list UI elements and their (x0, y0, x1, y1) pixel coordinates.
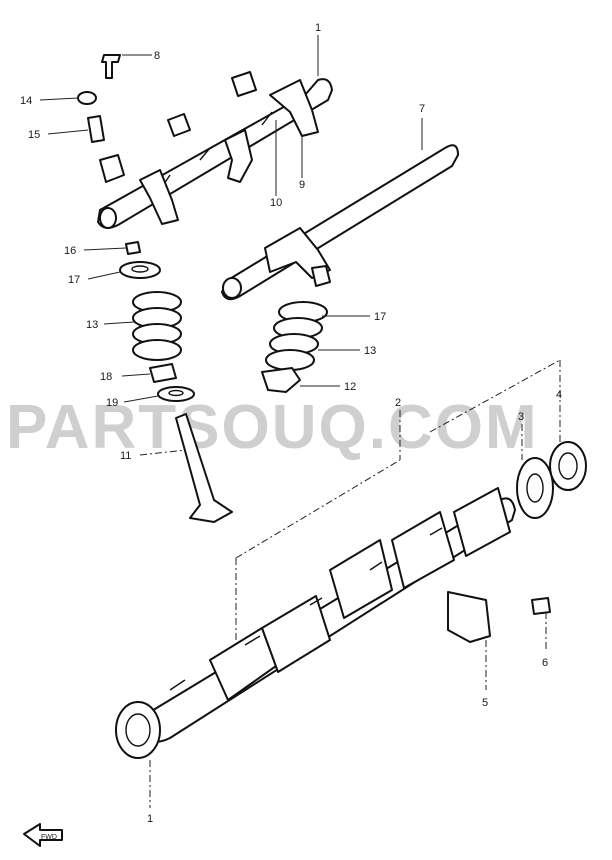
valve-spring-seat-18 (149, 363, 177, 383)
callout-18: 18 (100, 371, 112, 383)
valve-stem-seal-16 (125, 241, 141, 255)
pin-15 (87, 115, 105, 143)
callout-17-left: 17 (68, 274, 80, 286)
callout-11: 11 (120, 450, 131, 462)
valve-spring-13-left (132, 291, 182, 361)
valve-spring-assembly-right (265, 301, 328, 371)
valve-spring-retainer-17-left (119, 261, 161, 279)
callout-8: 8 (154, 50, 160, 62)
callout-6: 6 (542, 657, 548, 669)
exhaust-valve-12 (261, 367, 301, 393)
callout-10: 10 (270, 197, 282, 209)
callout-1-top: 1 (315, 22, 321, 34)
callout-labels: 1 8 14 15 10 9 7 16 17 13 18 19 11 17 13… (20, 22, 562, 825)
callout-2: 2 (395, 397, 401, 409)
callout-9: 9 (299, 179, 305, 191)
camshaft-gear-3 (516, 457, 554, 519)
oil-seal-1 (115, 701, 161, 759)
callout-1-bottom: 1 (147, 813, 153, 825)
rocker-shaft-intake (97, 71, 333, 229)
callout-15: 15 (28, 129, 40, 141)
thrust-plate-5 (447, 591, 491, 643)
adjusting-screw-8 (101, 54, 121, 79)
callout-16: 16 (64, 245, 76, 257)
forward-direction-indicator: FWD (23, 823, 63, 847)
oil-seal-4 (549, 441, 587, 491)
callout-4: 4 (556, 389, 562, 401)
callout-17-right: 17 (374, 311, 386, 323)
forward-arrow-icon (23, 823, 63, 847)
callout-7: 7 (419, 103, 425, 115)
callout-19: 19 (106, 397, 118, 409)
callout-13-right: 13 (364, 345, 376, 357)
leader-lines (39, 35, 561, 808)
bolt-6 (531, 597, 551, 615)
callout-5: 5 (482, 697, 488, 709)
watermark-text: PARTSOUQ.COM (6, 393, 539, 462)
valve-spring-lower-seat-19 (157, 386, 195, 402)
callout-3: 3 (518, 411, 524, 423)
nut-14 (77, 91, 97, 105)
rocker-shaft-exhaust (221, 144, 459, 301)
camshaft-2 (145, 487, 516, 743)
intake-valve-11 (175, 413, 233, 523)
callout-14: 14 (20, 95, 32, 107)
forward-label: FWD (41, 834, 57, 841)
callout-13-left: 13 (86, 319, 98, 331)
callout-12: 12 (344, 381, 356, 393)
